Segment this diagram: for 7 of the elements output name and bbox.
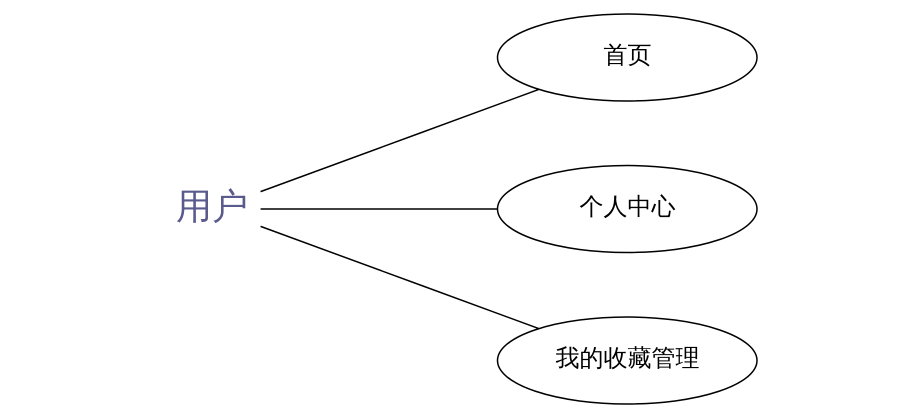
node-ellipse: 我的收藏管理: [496, 316, 758, 405]
connector: [260, 88, 540, 192]
node-text: 用户: [176, 186, 248, 228]
node-ellipse: 首页: [496, 13, 758, 102]
connector: [260, 226, 540, 330]
connector: [260, 208, 498, 210]
node-ellipse: 个人中心: [496, 164, 758, 254]
